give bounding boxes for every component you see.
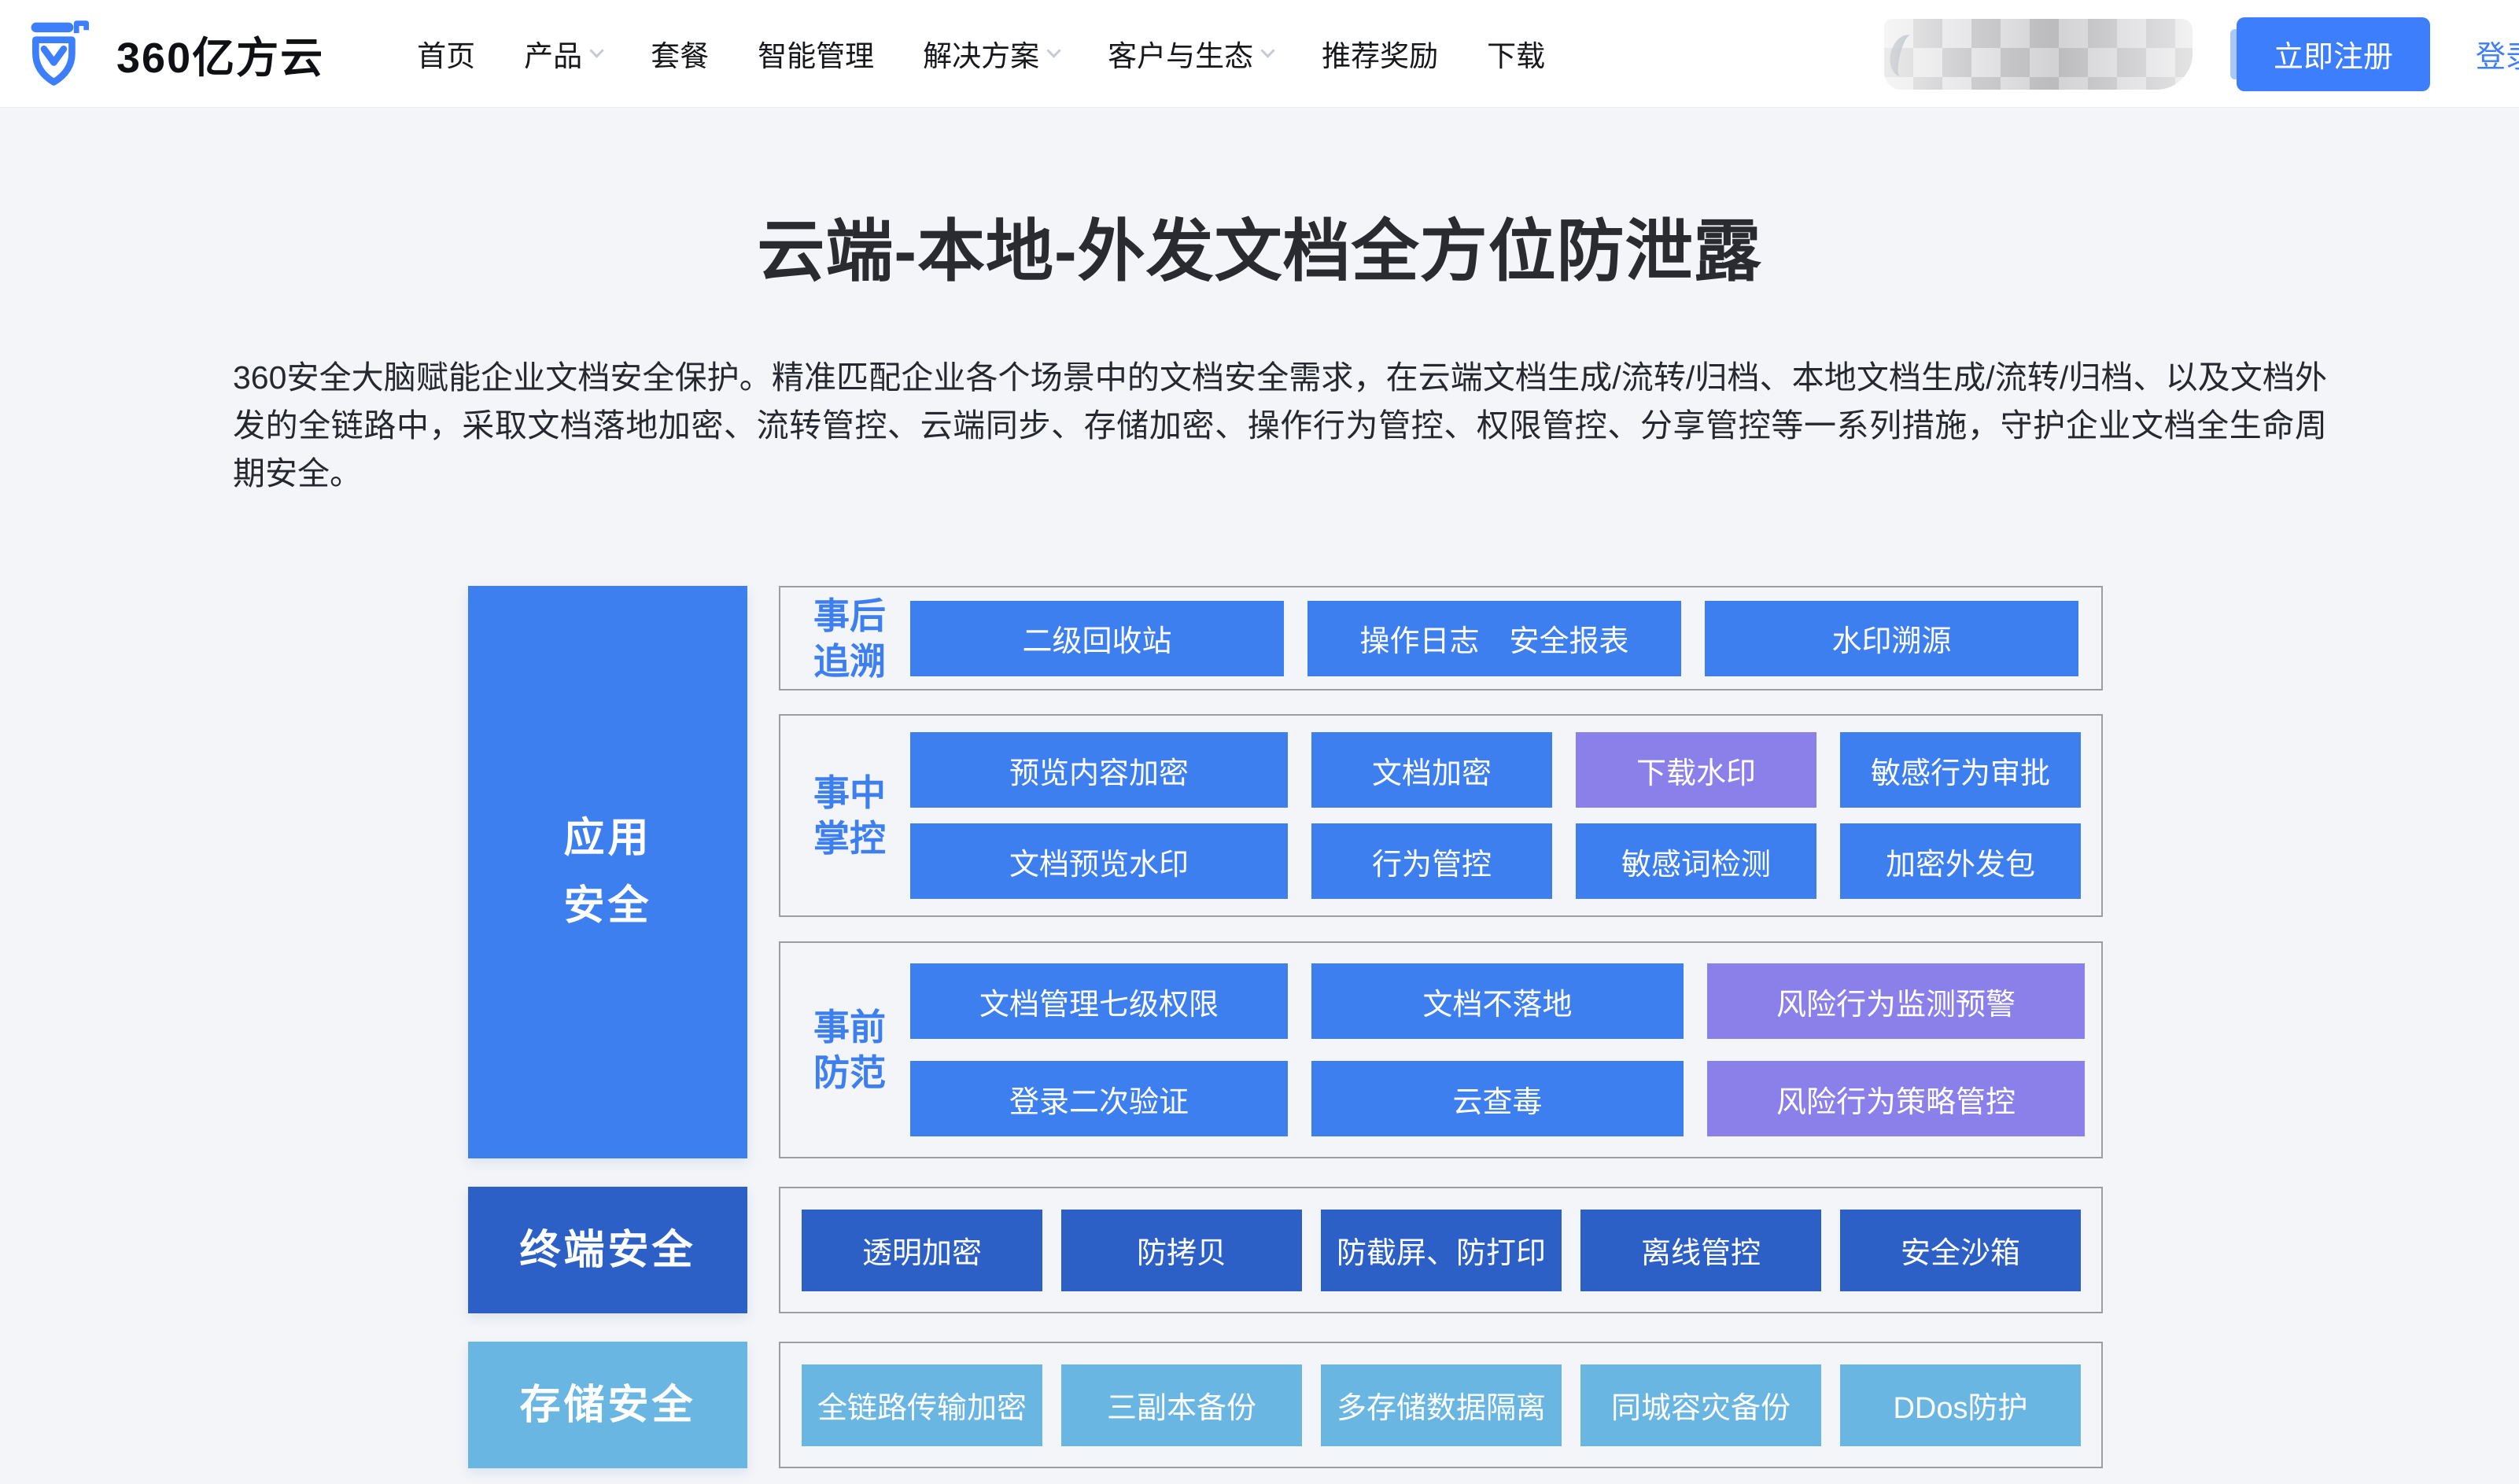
feature-box: 离线管控 xyxy=(1580,1209,1821,1291)
diagram-frame-terminal-row: 透明加密防拷贝防截屏、防打印离线管控安全沙箱 xyxy=(779,1187,2103,1313)
phase-label-line: 追溯 xyxy=(813,640,886,682)
nav-item-客户与生态[interactable]: 客户与生态 xyxy=(1108,32,1275,75)
feature-box: 文档管理七级权限 xyxy=(910,963,1288,1039)
feature-box: 透明加密 xyxy=(802,1209,1042,1291)
nav-item-首页[interactable]: 首页 xyxy=(417,32,475,75)
logo[interactable]: 360亿方云 xyxy=(24,16,324,91)
nav-item-label: 推荐奖励 xyxy=(1322,40,1439,72)
nav-item-推荐奖励[interactable]: 推荐奖励 xyxy=(1322,32,1438,75)
diagram-frame-during-control: 事中掌控预览内容加密文档加密下载水印敏感行为审批文档预览水印行为管控敏感词检测加… xyxy=(779,714,2103,917)
main-nav: 首页 产品 套餐 智能管理 解决方案 客户与生态 推荐奖励 下载 xyxy=(417,32,1545,75)
feature-box: 三副本备份 xyxy=(1061,1364,1302,1446)
category-box-app-security: 应用安全 xyxy=(468,586,747,1158)
phase-label-after-trace: 事后追溯 xyxy=(780,593,910,684)
nav-item-产品[interactable]: 产品 xyxy=(524,32,604,75)
frame-boxes-area: 预览内容加密文档加密下载水印敏感行为审批文档预览水印行为管控敏感词检测加密外发包 xyxy=(910,732,2101,899)
censored-phone-number xyxy=(1884,18,2193,90)
nav-item-label: 产品 xyxy=(524,40,583,72)
feature-box-row: 文档预览水印行为管控敏感词检测加密外发包 xyxy=(910,823,2082,899)
login-link[interactable]: 登录 xyxy=(2476,41,2519,74)
frame-boxes-area: 透明加密防拷贝防截屏、防打印离线管控安全沙箱 xyxy=(780,1209,2101,1291)
nav-item-套餐[interactable]: 套餐 xyxy=(651,32,709,75)
category-label-line: 安全 xyxy=(563,883,652,929)
phase-label-line: 掌控 xyxy=(813,818,886,859)
feature-box: 风险行为策略管控 xyxy=(1707,1061,2085,1136)
nav-item-label: 客户与生态 xyxy=(1108,40,1254,72)
frame-boxes-area: 二级回收站操作日志 安全报表水印溯源 xyxy=(910,600,2101,676)
feature-box-row: 透明加密防拷贝防截屏、防打印离线管控安全沙箱 xyxy=(802,1209,2082,1291)
feature-box: 预览内容加密 xyxy=(910,732,1288,808)
category-label-line: 应用 xyxy=(563,816,652,861)
nav-item-label: 智能管理 xyxy=(758,40,875,72)
feature-box-row: 二级回收站操作日志 安全报表水印溯源 xyxy=(910,600,2082,676)
top-navigation-bar: 360亿方云 首页 产品 套餐 智能管理 解决方案 客户与生态 推荐奖励 下载 立即注册 登录 xyxy=(0,0,2519,108)
diagram-frame-before-prevent: 事前防范文档管理七级权限文档不落地风险行为监测预警登录二次验证云查毒风险行为策略… xyxy=(779,941,2103,1158)
phase-label-line: 事中 xyxy=(813,772,886,813)
feature-box: 防截屏、防打印 xyxy=(1321,1209,1562,1291)
feature-box: 文档预览水印 xyxy=(910,823,1288,899)
page-title: 云端-本地-外发文档全方位防泄露 xyxy=(757,214,1762,289)
feature-box: 敏感行为审批 xyxy=(1840,732,2081,808)
feature-box: 多存储数据隔离 xyxy=(1321,1364,1562,1446)
feature-box: 操作日志 安全报表 xyxy=(1307,600,1681,676)
phase-label-line: 事前 xyxy=(813,1007,886,1048)
feature-box: 防拷贝 xyxy=(1061,1209,1302,1291)
nav-item-label: 首页 xyxy=(417,40,476,72)
nav-item-解决方案[interactable]: 解决方案 xyxy=(923,32,1061,75)
category-box-terminal-security: 终端安全 xyxy=(468,1187,747,1313)
feature-box: 行为管控 xyxy=(1311,823,1552,899)
chevron-down-icon xyxy=(1260,42,1275,58)
nav-item-label: 套餐 xyxy=(651,40,710,72)
category-label-line: 终端安全 xyxy=(519,1227,696,1273)
feature-box: 风险行为监测预警 xyxy=(1707,963,2085,1039)
feature-box-row: 文档管理七级权限文档不落地风险行为监测预警 xyxy=(910,963,2085,1039)
nav-item-智能管理[interactable]: 智能管理 xyxy=(758,32,874,75)
phase-label-before-prevent: 事前防范 xyxy=(780,1004,910,1096)
chevron-down-icon xyxy=(589,42,604,58)
nav-item-label: 下载 xyxy=(1487,40,1546,72)
page-body: 云端-本地-外发文档全方位防泄露 360安全大脑赋能企业文档安全保护。精准匹配企… xyxy=(0,196,2519,1468)
frame-boxes-area: 文档管理七级权限文档不落地风险行为监测预警登录二次验证云查毒风险行为策略管控 xyxy=(910,963,2104,1136)
nav-item-下载[interactable]: 下载 xyxy=(1487,32,1545,75)
feature-box: 全链路传输加密 xyxy=(802,1364,1042,1446)
feature-box: 加密外发包 xyxy=(1840,823,2081,899)
feature-box: 文档加密 xyxy=(1311,732,1552,808)
header-right-area: 立即注册 登录 xyxy=(1884,0,2519,108)
feature-box: 登录二次验证 xyxy=(910,1061,1288,1136)
page-description: 360安全大脑赋能企业文档安全保护。精准匹配企业各个场景中的文档安全需求，在云端… xyxy=(233,359,2327,492)
feature-box: 敏感词检测 xyxy=(1576,823,1816,899)
feature-box: 文档不落地 xyxy=(1311,963,1684,1039)
phase-label-line: 事后 xyxy=(813,595,886,636)
feature-box: 安全沙箱 xyxy=(1840,1209,2081,1291)
feature-box: 水印溯源 xyxy=(1705,600,2078,676)
feature-box: 同城容灾备份 xyxy=(1580,1364,1821,1446)
register-button[interactable]: 立即注册 xyxy=(2237,17,2430,91)
feature-box-row: 预览内容加密文档加密下载水印敏感行为审批 xyxy=(910,732,2082,808)
nav-item-label: 解决方案 xyxy=(923,40,1040,72)
logo-shield-icon xyxy=(24,16,99,91)
feature-box: 云查毒 xyxy=(1311,1061,1684,1136)
diagram-rows-column: 事后追溯二级回收站操作日志 安全报表水印溯源事中掌控预览内容加密文档加密下载水印… xyxy=(779,586,2103,1468)
feature-box: 二级回收站 xyxy=(910,600,1284,676)
category-label-line: 存储安全 xyxy=(519,1382,696,1428)
chevron-down-icon xyxy=(1046,42,1061,58)
security-diagram: 应用安全终端安全存储安全 事后追溯二级回收站操作日志 安全报表水印溯源事中掌控预… xyxy=(468,586,2103,1468)
feature-box: DDos防护 xyxy=(1840,1364,2081,1446)
logo-text: 360亿方云 xyxy=(116,34,325,82)
diagram-category-column: 应用安全终端安全存储安全 xyxy=(468,586,747,1468)
phase-label-line: 防范 xyxy=(813,1052,886,1093)
phase-label-during-control: 事中掌控 xyxy=(780,770,910,861)
feature-box-row: 登录二次验证云查毒风险行为策略管控 xyxy=(910,1061,2085,1136)
category-box-storage-security: 存储安全 xyxy=(468,1342,747,1468)
feature-box: 下载水印 xyxy=(1576,732,1816,808)
diagram-frame-after-trace: 事后追溯二级回收站操作日志 安全报表水印溯源 xyxy=(779,586,2103,690)
